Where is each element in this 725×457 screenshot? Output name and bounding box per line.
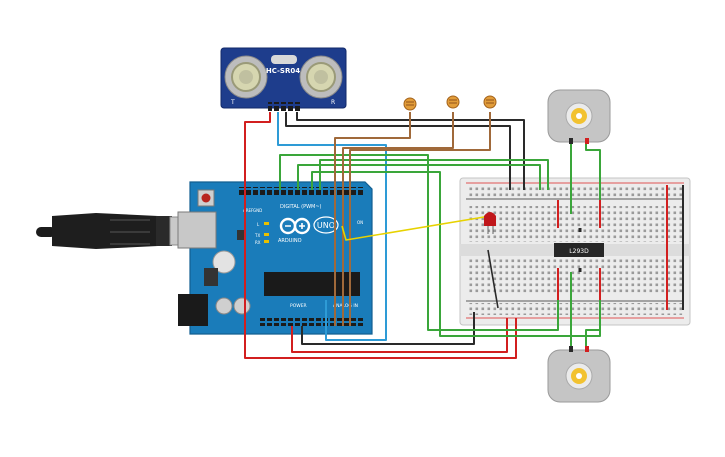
board-brand-text: ARDUINO [278, 238, 302, 244]
arduino-logo [279, 217, 311, 235]
wire-red-sensor-vcc [244, 112, 517, 359]
wire-green-motor-bottom-b [585, 272, 601, 350]
wire-black-echo [285, 112, 511, 190]
photoresistor-1 [403, 97, 417, 111]
wire-green-2 [297, 164, 541, 190]
sensor-model-text: HC-SR04 [266, 67, 300, 75]
dc-motor-bottom [547, 346, 611, 403]
wire-green-4 [319, 159, 549, 190]
aref-label: AREF [243, 208, 254, 213]
wire-black-gnd [301, 312, 475, 345]
sensor-t-mark: T [230, 99, 235, 106]
atmega-chip [264, 272, 360, 296]
chip-label: L293D [569, 248, 589, 255]
digital-header [239, 187, 365, 195]
hc-sr04-sensor: HC-SR04 T R [220, 47, 347, 112]
wire-green-1 [279, 154, 559, 331]
red-led [484, 212, 499, 309]
dc-motor-top [547, 89, 611, 144]
wires [244, 112, 601, 359]
digital-label: DIGITAL (PWM~) [280, 204, 322, 210]
breadboard-jumpers [557, 185, 684, 310]
breadboard: L293D [459, 177, 691, 326]
board-model-text: UNO [317, 221, 335, 230]
reset-button[interactable] [201, 193, 211, 203]
analog-label: ANALOG IN [333, 303, 358, 309]
sensor-r-mark: R [331, 99, 335, 106]
wire-brown-ldr-3 [349, 112, 491, 326]
wire-yellow-led [341, 215, 491, 241]
tx-label: TX [254, 233, 260, 238]
power-analog-header [260, 318, 364, 326]
l293d-chip [554, 243, 604, 257]
photoresistor-2 [446, 95, 460, 109]
power-jack [178, 294, 208, 326]
gnd-label: GND [253, 208, 262, 213]
wire-blue-trig [277, 112, 387, 341]
wire-brown-ldr-2 [342, 112, 454, 326]
usb-b-port [177, 211, 217, 249]
power-label: POWER [290, 303, 307, 309]
rx-label: RX [255, 240, 261, 245]
on-led-label: ON [357, 220, 363, 225]
wire-brown-ldr-1 [334, 112, 411, 326]
photoresistor-3 [483, 95, 497, 109]
l-led-label: L [257, 222, 260, 227]
